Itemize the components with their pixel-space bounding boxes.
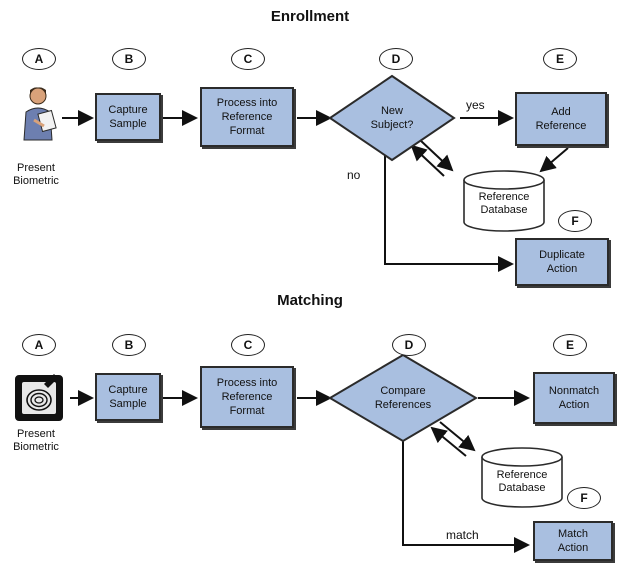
matching-present-biometric-label: Present Biometric bbox=[13, 428, 59, 453]
matching-title: Matching bbox=[277, 292, 343, 309]
matching-match-label: match bbox=[446, 528, 479, 542]
enrollment-step-d-marker: D bbox=[379, 48, 413, 70]
enrollment-step-f-marker: F bbox=[558, 210, 592, 232]
matching-arrows bbox=[70, 390, 530, 553]
enrollment-arrows bbox=[62, 110, 569, 272]
matching-compare-references-label: Compare References bbox=[374, 385, 432, 411]
enrollment-new-subject-label: New Subject? bbox=[370, 105, 414, 131]
matching-process-box: Process into Reference Format bbox=[200, 366, 294, 428]
matching-database-cylinder bbox=[481, 447, 563, 508]
enrollment-present-biometric-label: Present Biometric bbox=[13, 162, 59, 187]
enrollment-step-b-marker: B bbox=[112, 48, 146, 70]
matching-step-f-marker: F bbox=[567, 487, 601, 509]
matching-nonmatch-action-box: Nonmatch Action bbox=[533, 372, 615, 424]
enrollment-no-label: no bbox=[347, 168, 361, 182]
enrollment-duplicate-action-box: Duplicate Action bbox=[515, 238, 609, 286]
enrollment-step-c-marker: C bbox=[231, 48, 265, 70]
matching-capture-sample-box: Capture Sample bbox=[95, 373, 161, 421]
enrollment-add-reference-box: Add Reference bbox=[515, 92, 607, 146]
matching-step-a-marker: A bbox=[22, 334, 56, 356]
enrollment-reference-database-label: Reference Database bbox=[478, 191, 530, 216]
enrollment-process-box: Process into Reference Format bbox=[200, 87, 294, 147]
enrollment-yes-label: yes bbox=[466, 98, 485, 112]
enrollment-step-a-marker: A bbox=[22, 48, 56, 70]
matching-step-e-marker: E bbox=[553, 334, 587, 356]
enrollment-capture-sample-box: Capture Sample bbox=[95, 93, 161, 141]
matching-match-action-box: Match Action bbox=[533, 521, 613, 561]
enrollment-title: Enrollment bbox=[270, 8, 350, 25]
fingerprint-scanner-icon bbox=[15, 374, 63, 421]
matching-step-c-marker: C bbox=[231, 334, 265, 356]
matching-decision-diamond bbox=[328, 353, 478, 443]
matching-step-d-marker: D bbox=[392, 334, 426, 356]
enrollment-step-e-marker: E bbox=[543, 48, 577, 70]
matching-step-b-marker: B bbox=[112, 334, 146, 356]
matching-reference-database-label: Reference Database bbox=[496, 469, 548, 494]
enrollment-decision-diamond bbox=[328, 74, 456, 162]
person-with-clipboard-icon bbox=[23, 87, 57, 141]
enrollment-database-cylinder bbox=[463, 170, 545, 232]
